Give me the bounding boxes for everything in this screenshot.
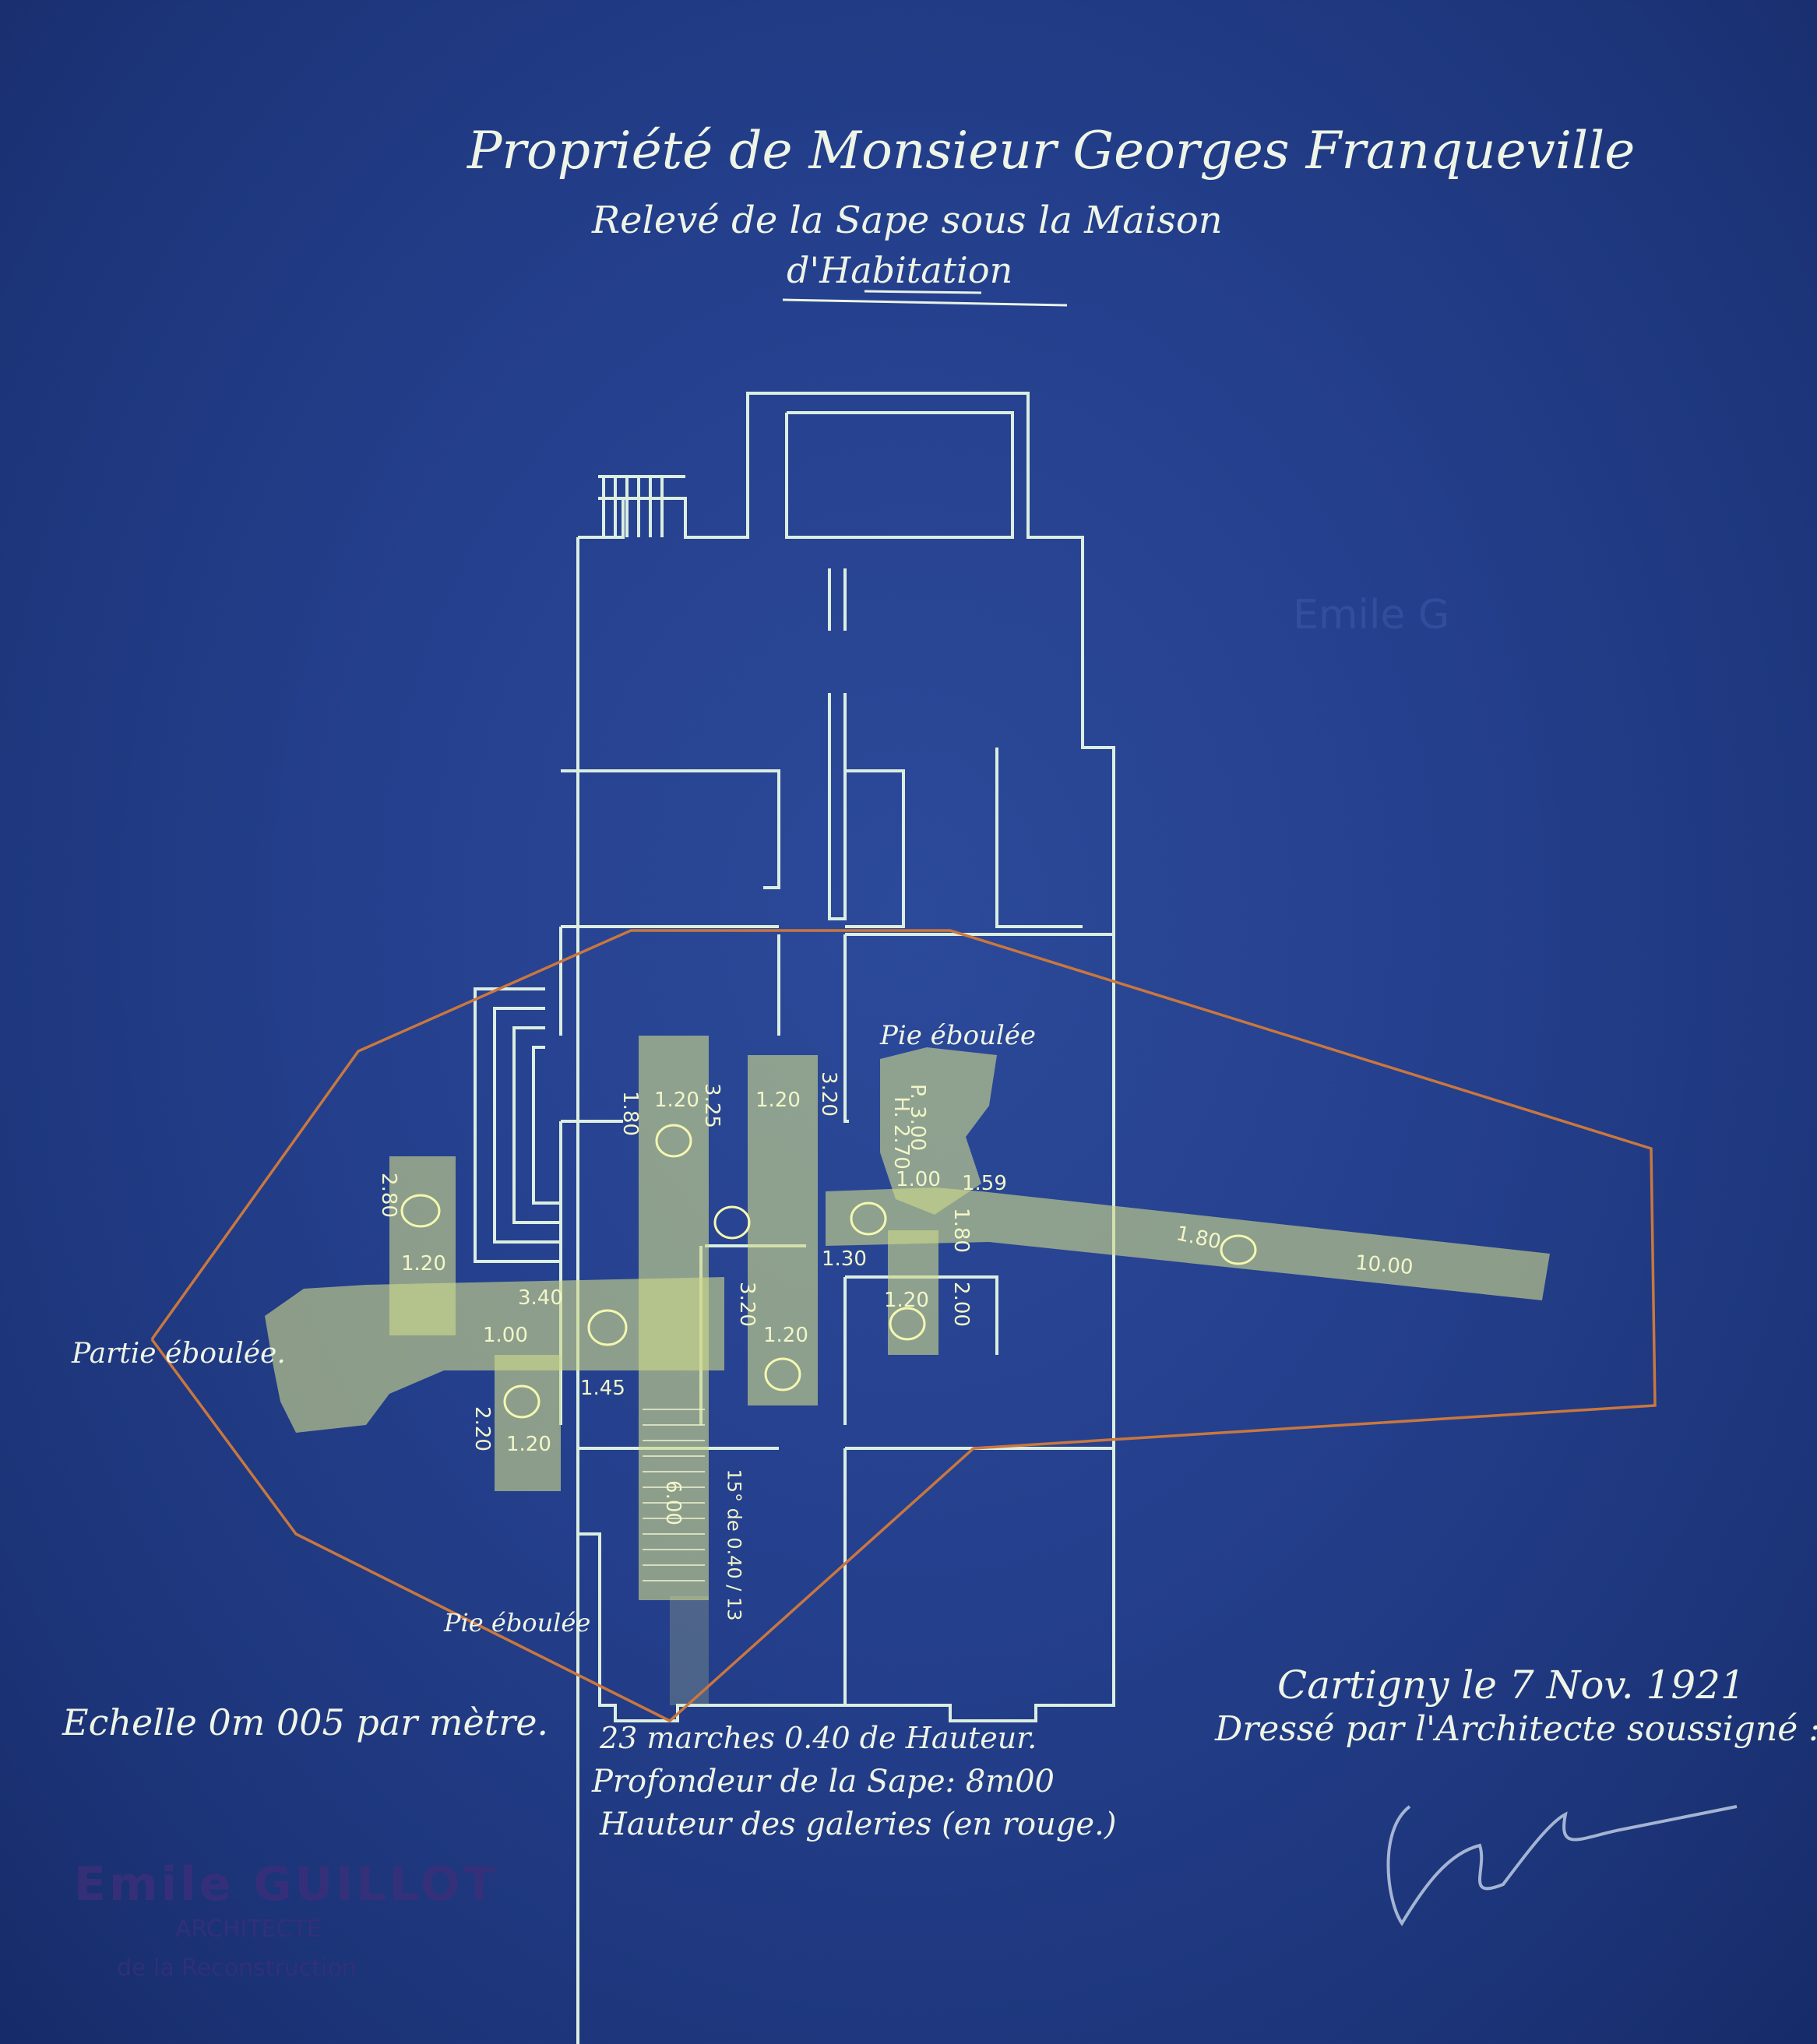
dim-label: 3.40 [518,1286,563,1310]
architect-stamp-line2: de la Reconstruction [117,1954,357,1982]
architect-stamp-name: Emile GUILLOT [74,1857,498,1912]
dim-label: 1.20 [755,1089,801,1112]
place-date: Cartigny le 7 Nov. 1921 [1277,1662,1745,1708]
dim-label: 10.00 [1354,1251,1414,1280]
interior-walls [559,568,1114,1705]
dim-label: 2.00 [949,1282,973,1327]
dim-label: 1.59 [962,1172,1007,1195]
steps-note: 23 marches 0.40 de Hauteur. [600,1721,1037,1755]
dim-label: 1.80 [949,1208,973,1253]
boundary-outline [150,929,1657,1723]
dim-label: 1.20 [401,1252,446,1275]
dim-label: 1.80 [618,1091,642,1136]
dim-label: 1.20 [506,1433,551,1456]
pillars [400,1124,1257,1419]
faint-stamp: Emile G [1293,592,1450,639]
pie-eboulee-bottom-label: Pie éboulée [444,1608,591,1638]
dim-label: 3.25 [699,1083,724,1128]
dim-label: 3.20 [816,1071,840,1117]
title-line-3: d'Habitation [787,249,1013,291]
left-stair [474,987,561,1263]
dim-label: 1.20 [654,1089,699,1112]
dim-label: 1.00 [896,1168,941,1191]
dim-label: 1.45 [580,1377,625,1400]
dim-label: 6.00 [660,1480,685,1525]
dim-label: 1.20 [884,1289,929,1312]
top-stair [598,475,685,537]
dim-label: H. 2.70 [889,1096,913,1170]
pie-eboulee-top-label: Pie éboulée [880,1020,1037,1051]
dim-label: 3.20 [734,1282,759,1327]
title-line-2: Relevé de la Sape sous la Maison [592,199,1223,242]
author-note: Dressé par l'Architecte soussigné : [1215,1709,1817,1749]
architect-stamp-line1: ARCHITECTE [175,1916,322,1943]
height-note: Hauteur des galeries (en rouge.) [600,1807,1117,1842]
title-line-1: Propriété de Monsieur Georges Franquevil… [467,121,1636,181]
scale-note: Echelle 0m 005 par mètre. [62,1701,549,1743]
dim-label: 1.30 [822,1247,867,1271]
depth-note: Profondeur de la Sape: 8m00 [592,1764,1055,1799]
descent-steps [643,1409,705,1581]
dim-label: 2.80 [376,1173,400,1218]
dim-label: 2.20 [470,1406,494,1451]
dim-label: 1.00 [483,1324,528,1347]
dim-label: 1.20 [763,1324,808,1347]
galleries [265,1036,1550,1705]
steps-vertical-label: 15° de 0.40 / 13 [723,1469,745,1621]
partie-eboulee-label: Partie éboulée. [72,1338,286,1370]
